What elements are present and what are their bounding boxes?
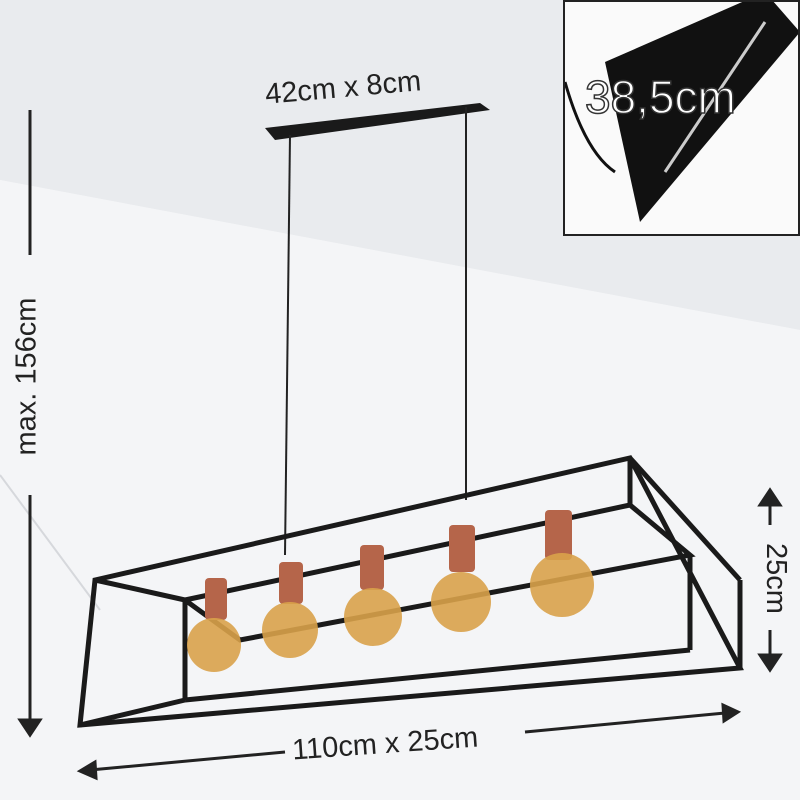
frame-height-label: 25cm: [759, 543, 792, 614]
inset-length-label: 38,5cm: [584, 70, 736, 124]
canopy-detail-photo: [565, 2, 798, 222]
max-height-label: max. 156cm: [10, 297, 43, 456]
cable-left: [284, 134, 291, 556]
bulbs: [187, 510, 594, 672]
dimension-arrows: [17, 110, 783, 781]
canopy-detail-inset: 38,5cm: [563, 0, 800, 236]
wall-corner: [0, 474, 101, 611]
ceiling-canopy: [265, 103, 490, 140]
